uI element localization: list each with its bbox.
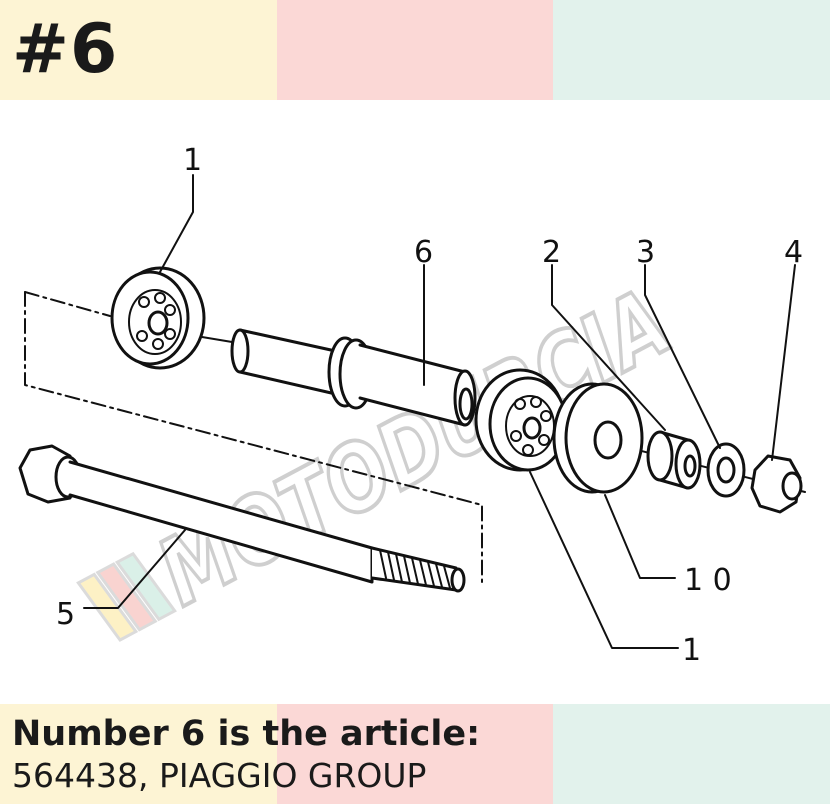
bolt (18, 444, 466, 593)
band-pink (277, 0, 553, 100)
bushing (646, 430, 702, 490)
callout-2: 2 (542, 235, 561, 270)
caption-title: Number 6 is the article: (12, 714, 481, 754)
callout-10: 1 0 (684, 563, 732, 598)
band-mint-bottom (553, 704, 830, 804)
header-band (0, 0, 830, 100)
part-number-badge: #6 (12, 10, 119, 89)
caption-subtitle: 564438, PIAGGIO GROUP (12, 756, 427, 795)
lock-nut-right (750, 454, 803, 514)
thick-washer (552, 382, 644, 494)
callout-1-top: 1 (183, 143, 202, 178)
dashdot-outline (24, 291, 483, 583)
callout-4: 4 (784, 235, 803, 270)
callout-6: 6 (414, 235, 433, 270)
callout-1-bottom: 1 (682, 633, 701, 668)
bearing-right (474, 368, 568, 472)
band-yellow-bottom (0, 704, 277, 804)
washer (706, 442, 746, 498)
caption-band (0, 704, 830, 804)
band-pink-bottom (277, 704, 553, 804)
callout-3: 3 (636, 235, 655, 270)
exploded-parts-diagram: MOTODURCIA (18, 143, 806, 668)
band-mint (553, 0, 830, 100)
bearing-left (110, 266, 206, 370)
band-yellow (0, 0, 277, 100)
spacer-tube (230, 328, 477, 427)
callout-5: 5 (56, 597, 75, 632)
